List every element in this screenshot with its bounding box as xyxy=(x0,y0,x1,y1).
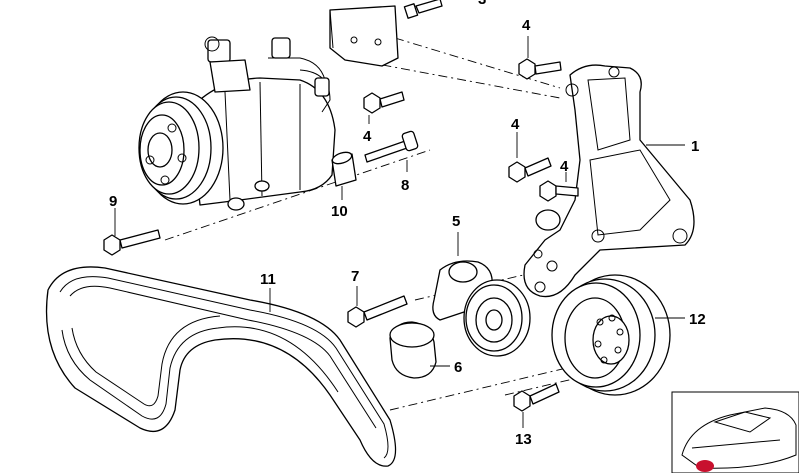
part-4-bolt-b xyxy=(518,58,562,80)
car-location-thumbnail xyxy=(671,391,799,473)
part-13-bolt xyxy=(513,383,560,412)
part-1-bracket xyxy=(523,64,695,298)
part-3-bracket xyxy=(329,5,399,67)
callout-13: 13 xyxy=(515,431,532,448)
part-4-bolt-d xyxy=(539,180,579,202)
callout-4c: 4 xyxy=(511,116,520,133)
callout-11: 11 xyxy=(260,271,276,288)
callout-7: 7 xyxy=(351,268,359,285)
callout-10: 10 xyxy=(331,203,348,220)
part-5-tensioner xyxy=(432,260,531,357)
callout-1: 1 xyxy=(691,138,699,155)
part-7-bolt xyxy=(347,295,408,328)
callout-labels: 3 4 4 4 4 1 8 10 9 5 7 11 6 12 13 xyxy=(109,0,706,448)
callout-9: 9 xyxy=(109,193,117,210)
callout-4b: 4 xyxy=(363,128,372,145)
part-12-crank-pulley xyxy=(551,274,671,396)
callout-6: 6 xyxy=(454,359,462,376)
callout-8: 8 xyxy=(401,177,409,194)
part-6-idler-pulley xyxy=(389,321,437,379)
leader-lines xyxy=(114,36,685,428)
callout-12: 12 xyxy=(689,311,706,328)
part-8-long-bolt xyxy=(364,130,419,163)
part-4-bolt-a xyxy=(363,91,405,114)
callout-4d: 4 xyxy=(560,158,569,175)
part-3-bolt xyxy=(403,0,443,19)
part-10-sleeve xyxy=(331,151,357,187)
ac-compressor xyxy=(138,36,336,211)
callout-3: 3 xyxy=(478,0,486,8)
part-9-bolt xyxy=(103,229,161,256)
part-11-drive-belt xyxy=(45,266,397,467)
part-4-bolt-c xyxy=(508,157,552,183)
callout-4a: 4 xyxy=(522,17,531,34)
callout-5: 5 xyxy=(452,213,460,230)
